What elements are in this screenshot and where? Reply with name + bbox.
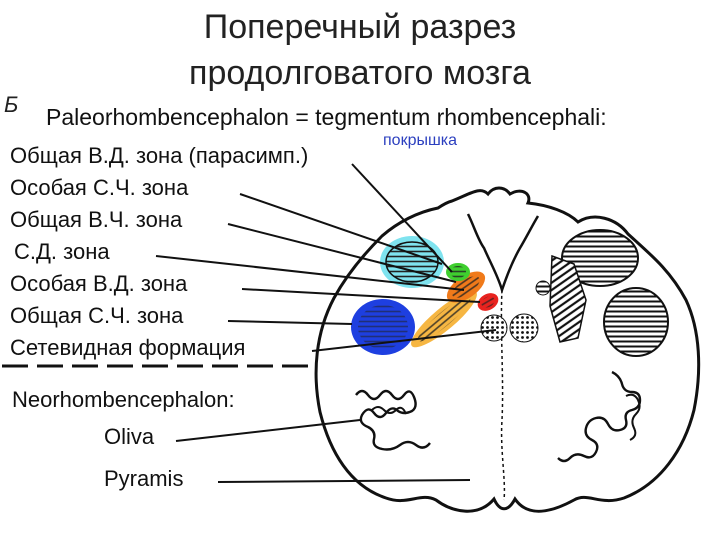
olive-left <box>355 389 431 451</box>
zone-yellow-hatch <box>417 296 471 342</box>
paleo-subtitle: покрышка <box>383 132 458 149</box>
label-reticular-formation: Сетевидная формация <box>10 335 246 360</box>
label-oliva: Oliva <box>104 424 155 449</box>
zone-green-hatch <box>450 266 466 278</box>
label-special-somatic-sensory: Особая С.Ч. зона <box>10 175 189 200</box>
title-line-2: продолговатого мозга <box>189 54 531 92</box>
figure-letter: Б <box>4 92 19 117</box>
title-line-1: Поперечный разрез <box>203 8 517 46</box>
right-nucleus-lower <box>603 287 669 357</box>
olive-right <box>557 370 642 463</box>
pointer-lines <box>155 163 497 483</box>
label-general-visceral-motor: Общая В.Д. зона (парасимп.) <box>10 143 309 168</box>
label-pyramis: Pyramis <box>104 466 184 491</box>
neo-heading: Neorhombencephalon: <box>12 387 235 412</box>
paleo-heading: Paleorhombencephalon = tegmentum rhomben… <box>46 104 607 130</box>
olive-left-inner <box>371 406 407 415</box>
label-general-visceral-sensory: Общая В.Ч. зона <box>10 207 183 232</box>
right-nucleus-small <box>509 313 539 343</box>
left-nucleus-dotted <box>480 314 508 342</box>
label-special-visceral-motor: Особая В.Д. зона <box>10 271 188 296</box>
label-general-somatic-sensory: Общая С.Ч. зона <box>10 303 184 328</box>
zone-blue-hatch <box>358 305 408 349</box>
right-nucleus-small-2 <box>535 280 551 296</box>
zone-orange-hatch <box>452 276 480 298</box>
right-nucleus-upper <box>561 229 639 287</box>
label-somatic-motor: С.Д. зона <box>14 239 110 264</box>
olive-right-inner <box>625 393 641 441</box>
zone-red-hatch <box>481 296 495 308</box>
right-nucleus-band <box>549 254 587 343</box>
